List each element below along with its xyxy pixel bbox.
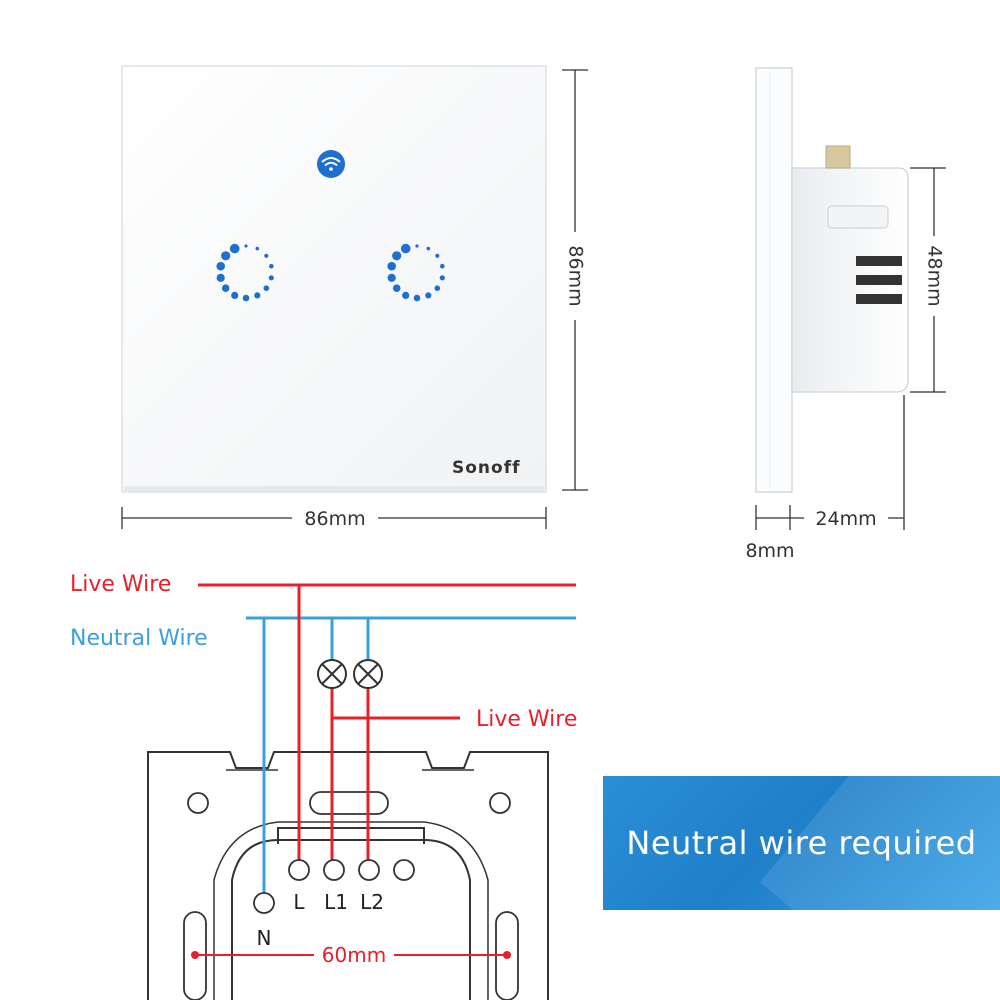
- terminal-label: L: [293, 890, 305, 914]
- touch-dot: [439, 275, 445, 281]
- touch-dot: [264, 253, 269, 258]
- neutral-wire-label: Neutral Wire: [70, 626, 208, 651]
- live-wire-label: Live Wire: [70, 572, 171, 597]
- terminal-l1: [323, 859, 345, 881]
- touch-dot: [400, 243, 411, 254]
- touch-dot: [269, 263, 274, 269]
- body-label: 24mm: [815, 508, 876, 530]
- front-view: Sonoff 86mm 86mm: [121, 65, 588, 530]
- touch-dot: [254, 292, 261, 299]
- wifi-icon: [317, 150, 345, 178]
- plate-bottom-edge: [124, 486, 544, 492]
- terminal-l2: [358, 859, 380, 881]
- touch-dot: [415, 244, 419, 248]
- touch-dot: [440, 263, 445, 269]
- touch-button-icon: [387, 243, 445, 302]
- switch-plate: [121, 65, 547, 493]
- touch-dot: [387, 261, 397, 271]
- brand-logo: Sonoff: [452, 458, 521, 478]
- terminal-l: [288, 859, 310, 881]
- spacing-label: 60mm: [322, 943, 386, 967]
- terminal-label: N: [257, 926, 272, 950]
- touch-dot: [255, 246, 260, 251]
- terminal-spare: [393, 859, 415, 881]
- banner-text: Neutral wire required: [626, 824, 977, 862]
- touch-dot: [413, 294, 421, 302]
- touch-dot: [435, 253, 440, 258]
- side-plate: [755, 67, 793, 493]
- touch-dot: [425, 292, 432, 299]
- touch-dot: [221, 284, 230, 293]
- touch-dot: [229, 243, 240, 254]
- load-live-wire-label: Live Wire: [476, 707, 577, 732]
- side-view: 48mm 24mm 8mm: [745, 67, 946, 562]
- touch-dot: [221, 251, 231, 261]
- touch-dot: [392, 251, 402, 261]
- neutral-required-banner: Neutral wire required: [603, 776, 1000, 910]
- touch-dot: [268, 275, 274, 281]
- touch-dot: [231, 291, 239, 299]
- width-label: 86mm: [304, 508, 365, 530]
- touch-dot: [392, 284, 401, 293]
- terminal-label: L1: [324, 890, 348, 914]
- touch-dot: [263, 285, 270, 292]
- touch-dot: [387, 273, 396, 282]
- lamp-icon: [317, 659, 347, 689]
- terminal-label: L2: [360, 890, 384, 914]
- touch-dot: [242, 294, 250, 302]
- touch-button-icon: [216, 243, 274, 302]
- touch-dot: [216, 261, 225, 271]
- touch-dot: [244, 244, 248, 248]
- wiring-diagram: Live Wire Neutral Wire Live Wire L L1 L2…: [70, 572, 577, 1001]
- touch-dot: [426, 246, 431, 251]
- plate-label: 8mm: [745, 540, 794, 562]
- depth-label: 48mm: [924, 245, 946, 306]
- height-label: 86mm: [565, 245, 587, 306]
- touch-dot: [216, 273, 225, 282]
- lamp-icon: [353, 659, 383, 689]
- back-plate: [147, 751, 549, 1000]
- terminal-n: [253, 892, 275, 914]
- touch-dot: [402, 291, 410, 299]
- touch-dot: [434, 285, 441, 292]
